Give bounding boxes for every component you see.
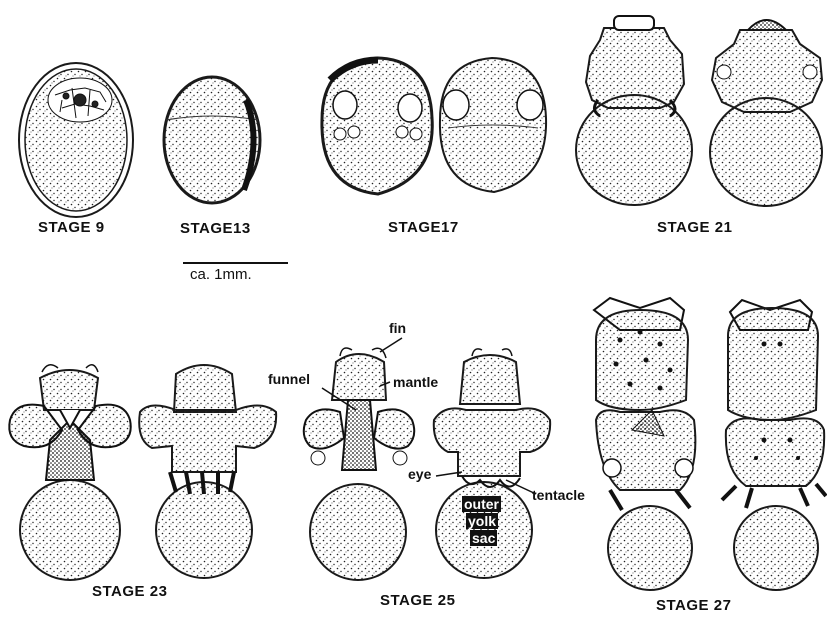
stage-27-label: STAGE 27	[656, 597, 731, 614]
stage-25-label: STAGE 25	[380, 592, 455, 609]
stage-27-embryo-right	[722, 300, 826, 590]
stage-23-embryo-left	[9, 365, 130, 580]
mantle-annotation: mantle	[393, 374, 438, 390]
eye-annotation: eye	[408, 466, 431, 482]
tentacle-annotation: tentacle	[532, 487, 585, 503]
stage-17-embryo-left	[322, 58, 432, 194]
outer-yolk-sac-annotation-line2: yolk	[466, 513, 498, 529]
funnel-annotation: funnel	[268, 371, 310, 387]
stage-27-embryo-left	[594, 298, 695, 590]
outer-yolk-sac-annotation-line3: sac	[470, 530, 497, 546]
stage-13-label: STAGE13	[180, 220, 251, 237]
outer-yolk-sac-annotation-line1: outer	[462, 496, 501, 512]
stage-21-embryo-right	[710, 20, 822, 206]
stage-17-embryo-right	[440, 58, 546, 192]
stage-17-label: STAGE17	[388, 219, 459, 236]
scale-bar-label: ca. 1mm.	[190, 266, 252, 283]
stage-23-embryo-right	[139, 365, 276, 578]
stage-9-embryo	[19, 63, 133, 217]
stage-13-embryo	[164, 77, 260, 203]
fin-annotation: fin	[389, 320, 406, 336]
stage-21-label: STAGE 21	[657, 219, 732, 236]
blastodisc-cells	[48, 78, 112, 122]
stage-23-label: STAGE 23	[92, 583, 167, 600]
stage-9-label: STAGE 9	[38, 219, 105, 236]
stage-21-embryo-left	[576, 16, 692, 205]
